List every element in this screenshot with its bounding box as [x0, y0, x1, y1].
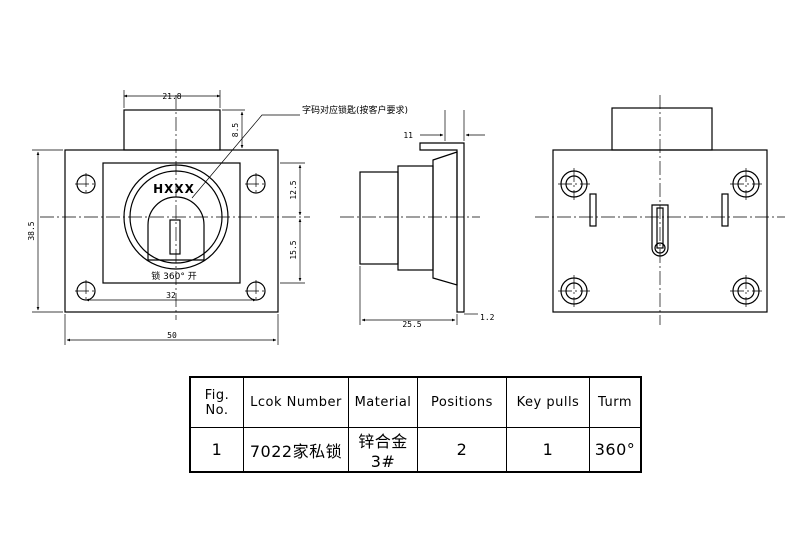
- cell-positions: 2: [417, 427, 507, 473]
- dim-plate-thickness: 11: [403, 131, 413, 140]
- spec-table: Fig. No. Lcok Number Material Positions …: [189, 376, 642, 473]
- front-inner-body: [102, 162, 241, 284]
- dim-total-height: 38.5: [27, 221, 36, 240]
- dim-depth: 25.5: [402, 320, 421, 329]
- front-outer-plate: [64, 149, 279, 313]
- cell-lock-number: 7022家私锁: [243, 427, 349, 473]
- header-lock-number: Lcok Number: [243, 376, 349, 428]
- front-keyway: [169, 219, 181, 255]
- rotation-text: 锁 360° 开: [151, 270, 196, 282]
- side-cylinder-head: [359, 171, 399, 265]
- header-key-pulls: Key pulls: [506, 376, 590, 428]
- side-view: [340, 142, 480, 313]
- front-dimensions: [32, 90, 305, 345]
- dim-total-width: 50: [167, 331, 177, 340]
- cell-fig: 1: [189, 427, 244, 473]
- back-slot-left: [589, 193, 597, 227]
- spec-table-header-row: Fig. No. Lcok Number Material Positions …: [189, 376, 642, 428]
- back-slot-right: [721, 193, 729, 227]
- spec-table-row: 1 7022家私锁 锌合金3# 2 1 360°: [189, 427, 642, 473]
- side-cylinder-body: [397, 165, 434, 271]
- back-top-bolt: [611, 107, 713, 151]
- front-keyhole-plug: [147, 196, 205, 261]
- dim-hole-spacing: 32: [166, 291, 176, 300]
- dim-flange: 1.2: [480, 313, 495, 322]
- side-dimensions: [359, 110, 485, 325]
- cell-key-pulls: 1: [506, 427, 590, 473]
- header-material: Material: [348, 376, 418, 428]
- front-view: [40, 95, 310, 320]
- header-turn: Turm: [589, 376, 642, 428]
- side-body-taper: [432, 151, 458, 286]
- stamp-text: HXXX: [153, 182, 195, 196]
- back-view: [535, 95, 785, 325]
- header-fig-no: Fig. No.: [189, 376, 244, 428]
- header-positions: Positions: [417, 376, 507, 428]
- side-flange-bracket: [419, 142, 465, 313]
- front-top-bolt: [123, 109, 221, 151]
- back-cam: [651, 204, 669, 257]
- dim-top-height: 8.5: [231, 123, 240, 138]
- cell-material: 锌合金3#: [348, 427, 418, 473]
- callout-text: 字码对应锁匙(按客户要求): [302, 104, 408, 116]
- cell-turn: 360°: [589, 427, 642, 473]
- dim-top-width: 21.8: [162, 92, 181, 101]
- dim-lower-height: 15.5: [289, 240, 298, 259]
- dim-upper-height: 12.5: [289, 180, 298, 199]
